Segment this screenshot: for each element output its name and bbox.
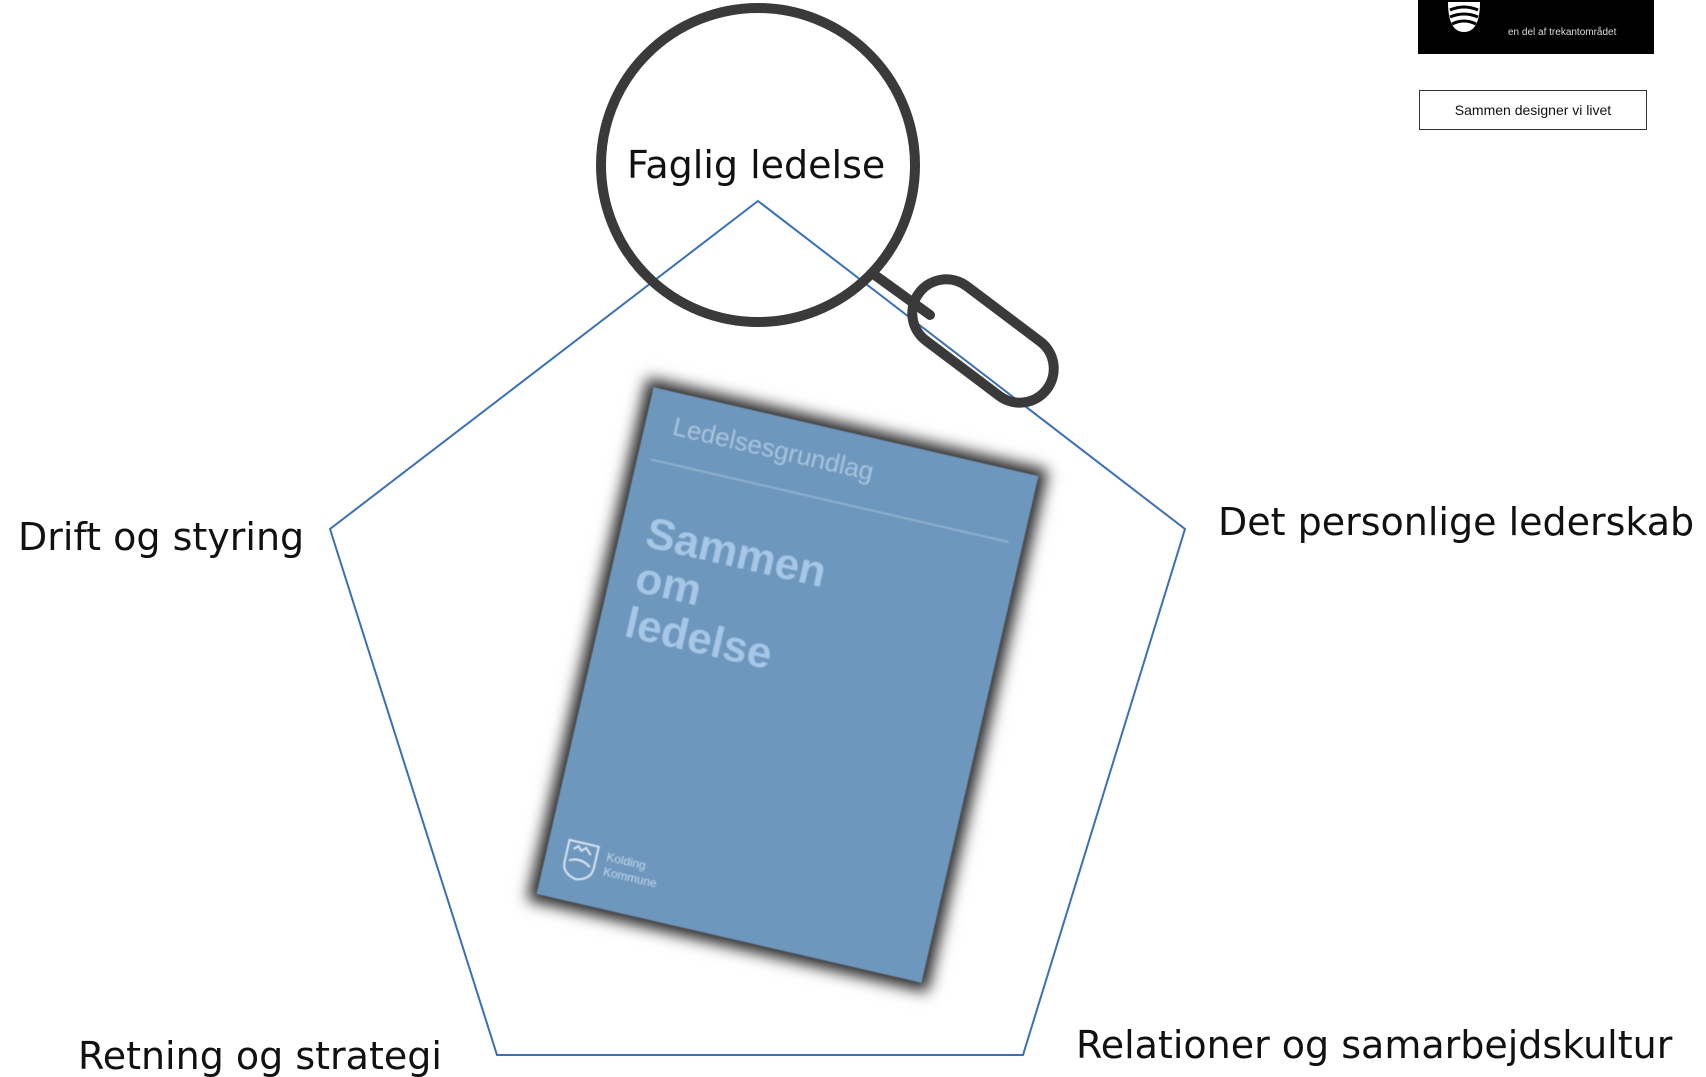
logo-text: en del af trekantområdet <box>1508 27 1617 38</box>
crest-icon <box>563 838 600 881</box>
label-bottom-right: Relationer og samarbejdskultur <box>1076 1023 1673 1067</box>
book-cover-panel: Ledelsesgrundlag Sammen om ledelse Koldi… <box>536 387 1039 983</box>
label-bottom-left: Retning og strategi <box>78 1034 442 1077</box>
pentagon-outline <box>328 199 1187 1056</box>
wave-emblem-icon <box>1448 2 1480 32</box>
label-right: Det personlige lederskab <box>1218 500 1695 544</box>
magnifier-lens <box>596 3 920 327</box>
magnifier-handle <box>907 274 1059 408</box>
book-cover: Ledelsesgrundlag Sammen om ledelse Koldi… <box>536 387 1039 983</box>
magnifier-neck <box>867 268 935 320</box>
tagline-box: Sammen designer vi livet <box>1419 90 1647 130</box>
municipality-logo: en del af trekantområdet <box>1418 0 1654 54</box>
center-label: Faglig ledelse <box>627 143 886 187</box>
label-left: Drift og styring <box>18 515 305 559</box>
